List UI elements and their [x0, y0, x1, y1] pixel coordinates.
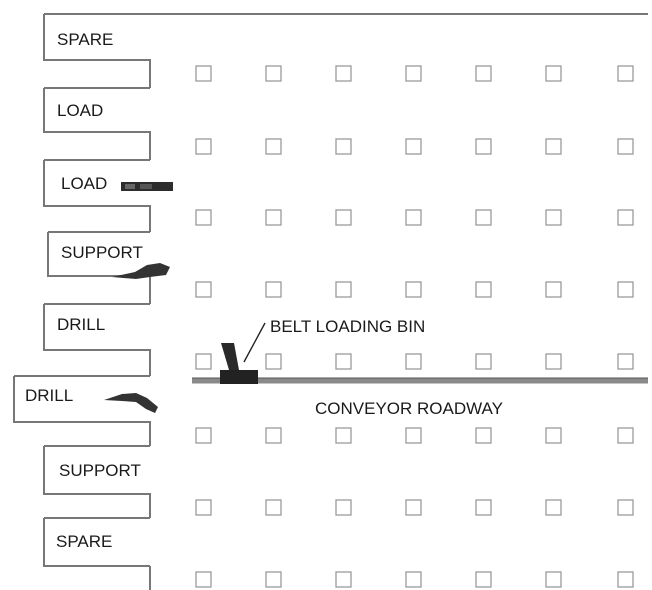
panel-label: SPARE — [57, 30, 114, 49]
coal-pillar — [195, 571, 212, 588]
coal-pillar — [545, 353, 562, 370]
coal-pillar — [545, 65, 562, 82]
coal-pillar — [405, 499, 422, 516]
coal-pillar — [335, 209, 352, 226]
coal-pillar — [265, 499, 282, 516]
coal-pillar — [405, 427, 422, 444]
panel-label: DRILL — [25, 386, 74, 405]
coal-pillar — [405, 571, 422, 588]
coal-pillar — [195, 281, 212, 298]
coal-pillar — [617, 499, 634, 516]
belt-loading-bin-label: BELT LOADING BIN — [270, 317, 426, 336]
coal-pillar — [335, 353, 352, 370]
coal-pillar — [405, 353, 422, 370]
drill-rig-icon — [104, 393, 158, 413]
coal-pillar — [335, 138, 352, 155]
roof-bolter-icon — [112, 263, 170, 279]
coal-pillar — [475, 65, 492, 82]
coal-pillar — [405, 209, 422, 226]
panel-label: SPARE — [56, 532, 113, 551]
coal-pillar — [195, 209, 212, 226]
coal-pillar — [265, 353, 282, 370]
coal-pillar — [617, 353, 634, 370]
panel-label: SUPPORT — [61, 243, 143, 262]
coal-pillar — [475, 209, 492, 226]
panel-label: DRILL — [57, 315, 106, 334]
coal-pillar — [265, 571, 282, 588]
coal-pillar — [475, 571, 492, 588]
coal-pillar — [265, 209, 282, 226]
panel-label: LOAD — [61, 174, 108, 193]
coal-pillar — [265, 427, 282, 444]
coal-pillar — [195, 427, 212, 444]
coal-pillar — [335, 499, 352, 516]
conveyor-roadway-label: CONVEYOR ROADWAY — [315, 399, 503, 418]
coal-pillar — [545, 209, 562, 226]
coal-pillar — [265, 281, 282, 298]
coal-pillar — [545, 427, 562, 444]
coal-pillar — [475, 427, 492, 444]
coal-pillar — [617, 281, 634, 298]
coal-pillar — [545, 281, 562, 298]
coal-pillar — [195, 353, 212, 370]
panel-entries-outline — [13, 13, 648, 590]
coal-pillar — [195, 499, 212, 516]
coal-pillar — [265, 65, 282, 82]
coal-pillar — [195, 65, 212, 82]
coal-pillar — [617, 65, 634, 82]
coal-pillar — [617, 427, 634, 444]
coal-pillar — [617, 209, 634, 226]
belt-loading-bin — [220, 322, 266, 384]
coal-pillar — [475, 499, 492, 516]
coal-pillar — [545, 499, 562, 516]
coal-pillar — [335, 427, 352, 444]
loader-machine-icon — [121, 182, 173, 191]
coal-pillar — [405, 281, 422, 298]
coal-pillar — [475, 138, 492, 155]
coal-pillar — [545, 571, 562, 588]
coal-pillar — [545, 138, 562, 155]
coal-pillar — [265, 138, 282, 155]
panel-entries-path — [13, 13, 648, 590]
coal-pillar — [475, 353, 492, 370]
coal-pillar — [405, 138, 422, 155]
coal-pillar — [335, 281, 352, 298]
coal-pillar — [475, 281, 492, 298]
coal-pillar — [335, 571, 352, 588]
pillar-grid — [195, 65, 634, 588]
panel-label: SUPPORT — [59, 461, 141, 480]
coal-pillar — [335, 65, 352, 82]
coal-pillar — [617, 138, 634, 155]
panel-label: LOAD — [57, 101, 104, 120]
coal-pillar — [195, 138, 212, 155]
coal-pillar — [617, 571, 634, 588]
coal-pillar — [405, 65, 422, 82]
